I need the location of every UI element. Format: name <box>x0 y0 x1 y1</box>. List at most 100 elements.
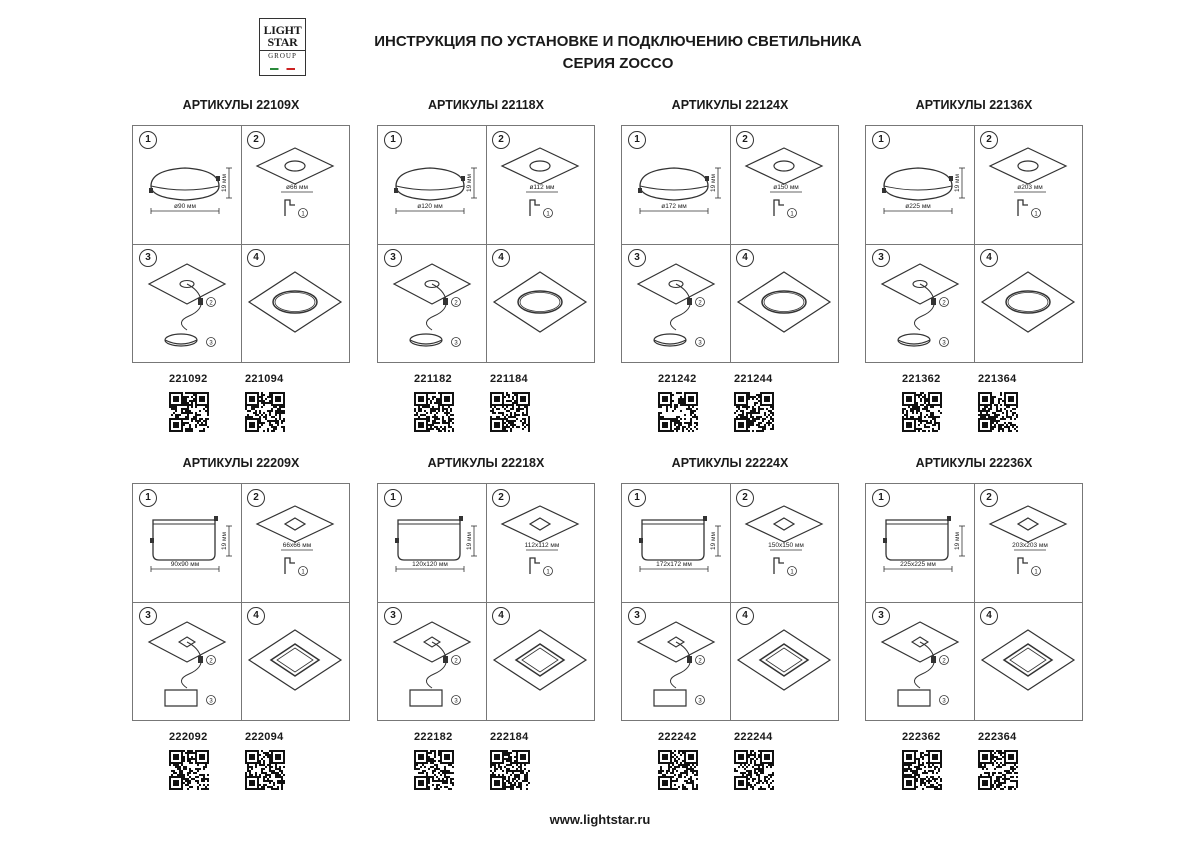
step-number: 1 <box>628 131 646 149</box>
product-code: 222244 <box>734 731 773 743</box>
lamp-round-outline <box>883 167 953 201</box>
step-ref-2: 2 <box>209 659 213 665</box>
step-illustration <box>980 629 1076 691</box>
step-ref-3: 3 <box>454 699 458 705</box>
grid-divider <box>378 602 594 603</box>
lamp-height-label: 19 мм <box>710 531 717 550</box>
product-code: 222184 <box>490 731 529 743</box>
step-cell: 4 <box>974 602 1082 720</box>
cutout-hole <box>1016 517 1040 531</box>
product-code: 221362 <box>902 373 941 385</box>
qr-code[interactable] <box>902 392 942 432</box>
step-illustration: 66x66 мм1 <box>255 505 335 576</box>
qr-code[interactable] <box>245 392 285 432</box>
step-illustration: 23 <box>636 263 716 347</box>
cable <box>914 283 935 331</box>
driver-box <box>443 656 448 663</box>
step-number: 3 <box>872 249 890 267</box>
step-number: 1 <box>384 131 402 149</box>
qr-code[interactable] <box>414 392 454 432</box>
step-illustration: 23 <box>392 621 472 707</box>
step-illustration: 23 <box>636 621 716 707</box>
lamp-round-outline <box>150 167 220 201</box>
driver-box <box>198 656 203 663</box>
series-subtitle: СЕРИЯ ZOCCO <box>562 55 674 72</box>
hole-size-label: ø66 мм <box>286 184 308 191</box>
spring-clip-icon <box>529 557 540 574</box>
step-illustration: 23 <box>392 263 472 347</box>
lamp-height-label: 19 мм <box>466 531 473 550</box>
qr-code[interactable] <box>978 750 1018 790</box>
product-code: 222362 <box>902 731 941 743</box>
cable <box>670 641 691 689</box>
qr-code[interactable] <box>978 392 1018 432</box>
step-ref-1: 1 <box>546 570 550 576</box>
qr-code[interactable] <box>658 750 698 790</box>
step-cell: 4 <box>486 244 594 362</box>
qr-code[interactable] <box>734 750 774 790</box>
step-ref-2: 2 <box>454 301 458 307</box>
step-ref-3: 3 <box>942 341 946 347</box>
qr-code[interactable] <box>414 750 454 790</box>
grid-divider <box>866 244 1082 245</box>
step-number: 3 <box>139 249 157 267</box>
step-number: 1 <box>628 489 646 507</box>
installed-lamp-round <box>517 290 563 314</box>
spring-clip-icon <box>529 199 540 216</box>
qr-code[interactable] <box>658 392 698 432</box>
lamp-dimension-label: 172x172 мм <box>656 561 692 568</box>
page-title: ИНСТРУКЦИЯ ПО УСТАНОВКЕ И ПОДКЛЮЧЕНИЮ СВ… <box>374 33 862 50</box>
step-ref-3: 3 <box>942 699 946 705</box>
step-cell: 4 <box>730 244 838 362</box>
qr-code[interactable] <box>734 392 774 432</box>
step-ref-1: 1 <box>301 212 305 218</box>
driver-box <box>687 656 692 663</box>
step-illustration: ø150 мм1 <box>744 147 824 218</box>
product-code: 221184 <box>490 373 528 385</box>
qr-code[interactable] <box>490 392 530 432</box>
cable <box>914 641 935 689</box>
step-ref-3: 3 <box>209 341 213 347</box>
grid-divider <box>133 244 349 245</box>
step-ref-3: 3 <box>209 699 213 705</box>
step-number: 4 <box>492 607 510 625</box>
article-heading: АРТИКУЛЫ 22124X <box>671 98 789 112</box>
article-heading: АРТИКУЛЫ 22236X <box>915 456 1033 470</box>
lamp-square-outline <box>397 519 461 561</box>
step-illustration: 23 <box>147 263 227 347</box>
lamp-square-outline <box>641 519 705 561</box>
cutout-hole <box>528 517 552 531</box>
step-ref-3: 3 <box>454 341 458 347</box>
product-code: 221244 <box>734 373 773 385</box>
qr-code[interactable] <box>245 750 285 790</box>
product-code: 222242 <box>658 731 697 743</box>
qr-code[interactable] <box>169 750 209 790</box>
qr-code[interactable] <box>902 750 942 790</box>
lamp-dimension-label: 120x120 мм <box>412 561 448 568</box>
step-illustration <box>492 271 588 333</box>
article-heading: АРТИКУЛЫ 22109X <box>182 98 300 112</box>
hole-size-label: 66x66 мм <box>283 542 312 549</box>
hole-size-label: 203x203 мм <box>1012 542 1048 549</box>
step-illustration: ø112 мм1 <box>500 147 580 218</box>
qr-code[interactable] <box>169 392 209 432</box>
article-heading: АРТИКУЛЫ 22209X <box>182 456 300 470</box>
qr-code[interactable] <box>490 750 530 790</box>
